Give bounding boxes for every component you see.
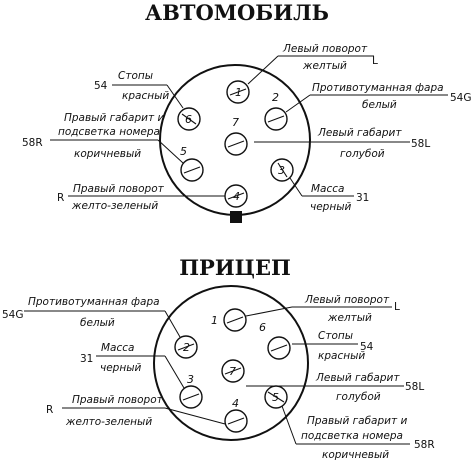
- svg-text:54G: 54G: [450, 92, 472, 104]
- svg-text:подсветка номера: подсветка номера: [58, 126, 160, 138]
- svg-text:подсветка номера: подсветка номера: [301, 430, 403, 442]
- car-pin-7: 7: [224, 116, 248, 156]
- svg-text:Левый габарит: Левый габарит: [315, 372, 400, 384]
- trailer-pin-1: 1: [211, 308, 247, 332]
- svg-text:1: 1: [211, 314, 218, 327]
- car-title: АВТОМОБИЛЬ: [145, 0, 329, 25]
- svg-text:желтый: желтый: [327, 312, 372, 324]
- svg-text:желто-зеленый: желто-зеленый: [65, 416, 152, 428]
- svg-text:Масса: Масса: [101, 342, 134, 354]
- svg-text:L: L: [394, 301, 400, 313]
- svg-text:7: 7: [232, 116, 239, 129]
- trailer-pin-3: 3: [179, 373, 203, 409]
- svg-text:54: 54: [94, 80, 108, 92]
- trailer-connector-housing: [153, 285, 309, 441]
- car-label-pin-7: Левый габарит голубой 58L: [254, 127, 430, 160]
- svg-text:белый: белый: [80, 317, 115, 329]
- trailer-label-pin-6: Стопы красный 54: [292, 330, 374, 362]
- svg-text:4: 4: [233, 190, 240, 203]
- svg-text:5: 5: [180, 145, 187, 158]
- svg-text:черный: черный: [100, 362, 141, 374]
- svg-text:2: 2: [183, 341, 190, 354]
- svg-text:58R: 58R: [22, 137, 43, 149]
- svg-text:58R: 58R: [414, 439, 435, 451]
- svg-text:58L: 58L: [411, 138, 430, 150]
- svg-text:4: 4: [232, 397, 239, 410]
- svg-text:5: 5: [272, 391, 279, 404]
- svg-text:7: 7: [229, 365, 236, 378]
- car-pin-1: 1: [226, 80, 250, 104]
- svg-text:31: 31: [356, 192, 369, 204]
- svg-text:красный: красный: [122, 90, 169, 102]
- car-label-pin-2: Противотуманная фара белый 54G: [285, 82, 472, 113]
- trailer-pin-4: 4: [224, 397, 248, 433]
- car-pin-4: 4: [224, 184, 248, 208]
- svg-text:голубой: голубой: [340, 148, 385, 160]
- svg-text:L: L: [372, 55, 378, 67]
- trailer-pin-7: 7: [221, 359, 245, 383]
- svg-text:белый: белый: [362, 99, 397, 111]
- svg-text:R: R: [57, 192, 64, 204]
- trailer-label-pin-7: Левый габарит голубой 58L: [246, 372, 424, 403]
- svg-text:54G: 54G: [2, 309, 24, 321]
- svg-text:Масса: Масса: [311, 183, 344, 195]
- car-label-pin-6: Стопы красный 54: [94, 70, 184, 109]
- svg-text:Правый поворот: Правый поворот: [73, 183, 165, 195]
- car-pin-5: 5: [180, 145, 204, 182]
- car-pin-3: 3: [270, 158, 294, 182]
- svg-text:Левый габарит: Левый габарит: [317, 127, 402, 139]
- svg-text:Левый поворот: Левый поворот: [282, 43, 368, 55]
- svg-text:Противотуманная фара: Противотуманная фара: [28, 296, 160, 308]
- svg-text:Противотуманная фара: Противотуманная фара: [312, 82, 444, 94]
- svg-text:58L: 58L: [405, 381, 424, 393]
- svg-text:6: 6: [185, 113, 192, 126]
- svg-text:Стопы: Стопы: [118, 70, 153, 82]
- car-label-pin-5: Правый габарит и подсветка номера коричн…: [22, 112, 184, 164]
- svg-text:голубой: голубой: [336, 391, 381, 403]
- svg-text:2: 2: [272, 91, 279, 104]
- svg-text:31: 31: [80, 353, 93, 365]
- car-label-pin-1: Левый поворот желтый L: [247, 43, 378, 85]
- svg-text:1: 1: [235, 86, 242, 99]
- trailer-label-pin-5: Правый габарит и подсветка номера коричн…: [281, 405, 435, 460]
- trailer-pin-6: 6: [259, 321, 291, 360]
- car-label-pin-3: Масса черный 31: [289, 177, 369, 213]
- trailer-pin-2: 2: [174, 335, 198, 359]
- svg-text:Стопы: Стопы: [318, 330, 353, 342]
- svg-text:Правый габарит и: Правый габарит и: [64, 112, 164, 124]
- trailer-label-pin-1: Левый поворот желтый L: [245, 294, 400, 324]
- svg-text:коричневый: коричневый: [74, 148, 141, 160]
- trailer-label-pin-2: Противотуманная фара белый 54G: [2, 296, 181, 338]
- trailer-title: ПРИЦЕП: [179, 255, 291, 280]
- svg-text:Правый поворот: Правый поворот: [72, 394, 164, 406]
- svg-text:черный: черный: [310, 201, 351, 213]
- svg-text:Левый поворот: Левый поворот: [304, 294, 390, 306]
- car-label-pin-4: Правый поворот желто-зеленый R: [57, 183, 225, 212]
- svg-text:R: R: [46, 404, 53, 416]
- svg-text:3: 3: [278, 164, 285, 177]
- svg-text:коричневый: коричневый: [322, 449, 389, 460]
- svg-text:3: 3: [187, 373, 194, 386]
- car-connector: 1 2 3 4 5 6 7: [159, 64, 311, 223]
- trailer-pin-5: 5: [264, 385, 288, 409]
- car-connector-key: [230, 211, 242, 223]
- car-pin-6: 6: [177, 107, 201, 131]
- svg-text:Правый габарит и: Правый габарит и: [307, 415, 407, 427]
- trailer-label-pin-3: Масса черный 31: [80, 342, 185, 389]
- svg-text:красный: красный: [318, 350, 365, 362]
- car-pin-2: 2: [264, 91, 288, 131]
- trailer-connector: 1 2 3 4 5 6 7: [153, 285, 309, 441]
- svg-text:желтый: желтый: [302, 60, 347, 72]
- svg-text:6: 6: [259, 321, 266, 334]
- trailer-label-pin-4: Правый поворот желто-зеленый R: [46, 394, 226, 428]
- svg-text:54: 54: [360, 341, 374, 353]
- svg-text:желто-зеленый: желто-зеленый: [71, 200, 158, 212]
